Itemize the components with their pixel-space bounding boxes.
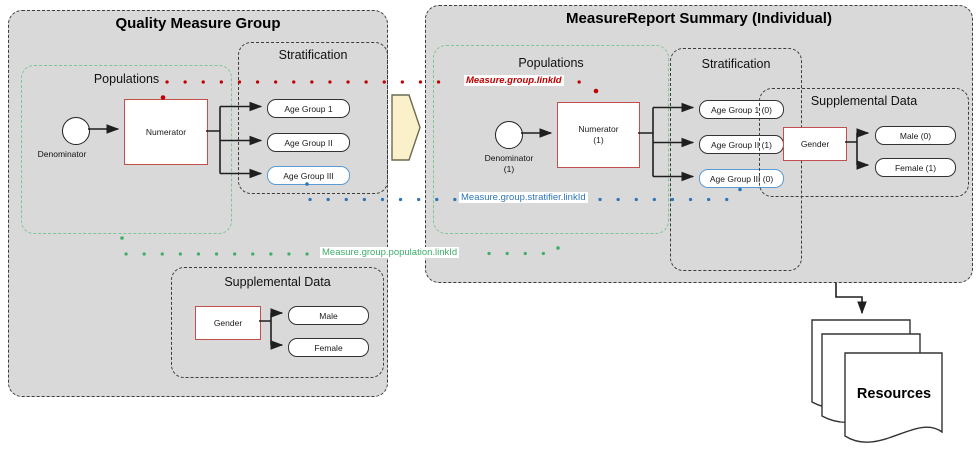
- right-supplemental-title: Supplemental Data: [810, 94, 918, 108]
- left-denominator-label: Denominator: [37, 149, 87, 159]
- population-linkid-label: Measure.group.population.linkId: [320, 247, 460, 258]
- resources-label: Resources: [856, 386, 932, 402]
- quality-measure-group-title: Quality Measure Group: [115, 15, 281, 32]
- quality-measure-group-panel: Quality Measure Group Populations Denomi…: [8, 10, 388, 397]
- left-age-group-1: Age Group 1: [267, 99, 350, 118]
- right-denominator-label: Denominator (1): [484, 153, 534, 174]
- right-female-pill: Female (1): [875, 158, 956, 177]
- right-denominator-circle: [495, 121, 523, 149]
- left-numerator-label: Numerator: [145, 126, 187, 137]
- left-age-group-3: Age Group III: [267, 166, 350, 185]
- left-denominator-circle: [62, 117, 90, 145]
- right-stratification-box: Stratification Age Group 1 (0) Age Group…: [670, 48, 802, 271]
- left-populations-box: Populations Denominator Numerator: [21, 65, 232, 234]
- left-stratification-title: Stratification: [278, 48, 348, 62]
- left-supplemental-title: Supplemental Data: [224, 275, 331, 289]
- resources-connector: [835, 283, 867, 315]
- stratifier-linkid-label: Measure.group.stratifier.linkId: [459, 192, 588, 203]
- right-populations-title: Populations: [518, 56, 584, 70]
- measure-report-summary-panel: MeasureReport Summary (Individual) Popul…: [425, 5, 973, 283]
- left-numerator-node: Numerator: [124, 99, 208, 165]
- right-male-pill: Male (0): [875, 126, 956, 145]
- resource-page-middle: [821, 333, 921, 423]
- left-supplemental-box: Supplemental Data Gender Male Female: [171, 267, 384, 378]
- right-age-group-1: Age Group 1 (0): [699, 100, 784, 119]
- left-female-pill: Female: [288, 338, 369, 357]
- right-numerator-node: Numerator (1): [557, 102, 640, 168]
- left-male-pill: Male: [288, 306, 369, 325]
- left-gender-node: Gender: [195, 306, 261, 340]
- resources-stack: [811, 319, 943, 443]
- group-linkid-label: Measure.group.linkId: [464, 75, 564, 86]
- right-gender-node: Gender: [783, 127, 847, 161]
- right-stratification-title: Stratification: [701, 57, 771, 71]
- right-populations-box: Populations Denominator (1) Numerator (1…: [433, 45, 669, 234]
- right-age-group-3: Age Group III (0): [699, 169, 784, 188]
- left-populations-title: Populations: [93, 72, 160, 86]
- measure-report-summary-title: MeasureReport Summary (Individual): [566, 10, 832, 27]
- transform-arrow: [391, 94, 421, 161]
- right-supplemental-box: Supplemental Data Gender Male (0) Female…: [759, 88, 969, 197]
- left-stratification-box: Stratification Age Group 1 Age Group II …: [238, 42, 388, 194]
- left-age-group-2: Age Group II: [267, 133, 350, 152]
